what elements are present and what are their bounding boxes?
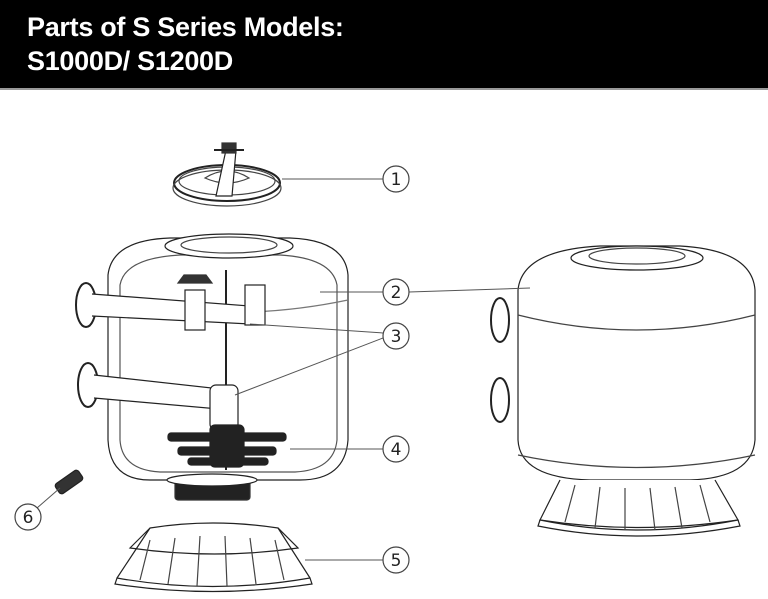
part-5-base [114,522,313,593]
callout-5: 5 [382,546,410,574]
svg-text:2: 2 [391,283,402,303]
callout-4: 4 [382,435,410,463]
assembled-filter [490,245,756,537]
callout-6: 6 [14,503,42,531]
svg-text:6: 6 [23,508,34,528]
svg-text:1: 1 [391,170,402,190]
title-banner: Parts of S Series Models: S1000D/ S1200D [0,0,768,90]
part-3-internal-pipes [75,274,266,431]
title-line-2: S1000D/ S1200D [27,46,233,76]
svg-text:3: 3 [391,327,402,347]
part-1-lid [172,142,282,207]
title-line-1: Parts of S Series Models: [27,12,344,42]
part-6-drain-plug [54,469,84,495]
callout-3: 3 [382,322,410,350]
part-4-laterals [167,424,287,468]
svg-text:5: 5 [391,551,402,571]
callout-1: 1 [382,165,410,193]
callout-2: 2 [382,278,410,306]
leader-lines [36,178,531,561]
part-2-tank-cutaway [107,233,349,501]
svg-text:4: 4 [391,440,402,460]
